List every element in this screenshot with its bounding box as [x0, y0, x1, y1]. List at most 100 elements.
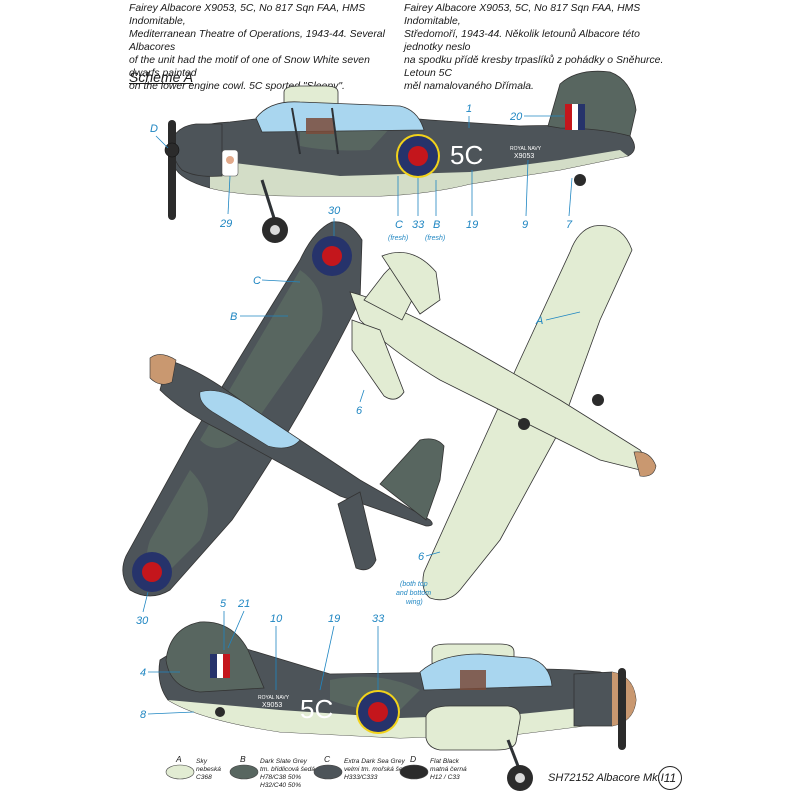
callout-30b: 30: [136, 615, 149, 627]
callout-6b: 6: [418, 551, 425, 563]
callout-30a: 30: [328, 205, 341, 217]
callouts-plan-views: 30 C B A 6 6 (both top and bottom wing) …: [136, 205, 581, 627]
upper-wing-roundel-2: [132, 552, 172, 592]
fuselage-roundel: [398, 136, 438, 176]
lower-wing-side-2: [425, 705, 521, 751]
tail-wheel-side-2: [215, 707, 225, 717]
navy-marking-side: ROYAL NAVY: [510, 146, 542, 152]
kit-reference-footer: SH72152 Albacore Mk.I: [548, 772, 664, 784]
serial-marking-side-2: X9053: [262, 702, 282, 709]
swatch-d: D Flat Black matná černá H12 / C33: [399, 754, 467, 781]
callout-b-top-note: (fresh): [425, 235, 445, 242]
callout-29: 29: [219, 218, 232, 230]
svg-text:B: B: [240, 754, 246, 764]
callout-6a: 6: [356, 405, 363, 417]
fin-flash-blue: [578, 104, 585, 130]
svg-text:tm. břidlicová šedá: tm. břidlicová šedá: [260, 766, 315, 773]
callout-d: D: [150, 123, 158, 135]
callout-7: 7: [566, 219, 573, 231]
engine-front-lower: [633, 451, 657, 477]
callout-9: 9: [522, 219, 528, 231]
callout-19b: 19: [328, 613, 340, 625]
cockpit-interior: [306, 118, 334, 134]
tail-wheel-side: [574, 174, 586, 186]
svg-text:matná černá: matná černá: [430, 766, 467, 773]
canopy-upper: [199, 390, 301, 449]
upper-wing-roundel-1: [312, 236, 352, 276]
svg-text:A: A: [175, 754, 182, 764]
scheme-label: Scheme A: [129, 69, 194, 85]
lower-wheel-1: [592, 394, 604, 406]
callout-10: 10: [270, 613, 283, 625]
swatch-c: C Extra Dark Sea Grey velmi tm. mořská š…: [313, 754, 410, 781]
svg-text:nebeská: nebeská: [196, 766, 221, 773]
callout-b-top: B: [433, 219, 440, 231]
callout-c-top: C: [395, 219, 403, 231]
callout-c-upper: C: [253, 275, 261, 287]
engine-front-upper: [149, 354, 177, 385]
tailplane-upper: [379, 438, 445, 521]
svg-text:C: C: [324, 754, 331, 764]
swatch-a: A Sky nebeská C368: [165, 754, 221, 781]
svg-text:D: D: [410, 754, 416, 764]
callout-4: 4: [140, 667, 146, 679]
swatch-b: B Dark Slate Grey tm. břidlicová šedá H7…: [229, 754, 315, 789]
spinner-side: [164, 142, 180, 158]
callout-6-note-3: wing): [406, 599, 423, 606]
description-czech-text: Fairey Albacore X9053, 5C, No 817 Sqn FA…: [404, 3, 664, 92]
upper-camo-patch-2: [146, 470, 208, 580]
callout-19: 19: [466, 219, 478, 231]
tailplane-upper-2: [337, 491, 377, 571]
callout-1: 1: [466, 103, 472, 115]
cockpit-interior-2: [460, 670, 486, 690]
svg-text:Sky: Sky: [196, 758, 208, 765]
plan-view-lower-surface: [349, 225, 657, 601]
svg-text:H333/C333: H333/C333: [344, 774, 378, 781]
callout-21: 21: [237, 598, 250, 610]
tail-fin-side: [547, 70, 637, 137]
propeller-side-2: [618, 668, 626, 750]
aircraft-code-side-2: 5C: [300, 694, 333, 724]
callout-6-note-1: (both top: [400, 581, 428, 588]
fin-flash-red-2: [223, 654, 230, 678]
callouts-bottom-view: 5 21 10 19 33 4 8: [140, 598, 385, 721]
swatch-b-colour: [229, 764, 259, 780]
svg-text:H78/C38 50%: H78/C38 50%: [260, 774, 301, 781]
callout-5: 5: [220, 598, 227, 610]
callout-8: 8: [140, 709, 147, 721]
tailplane-lower-2: [351, 319, 405, 400]
aircraft-code-side: 5C: [450, 140, 483, 170]
callout-a-lower: A: [535, 315, 543, 327]
swatch-c-colour: [313, 764, 343, 780]
callouts-top-view: D 1 20 29 C (fresh) 33 B (fresh) 19 9 7: [150, 103, 573, 242]
fuselage-lower-sky: [210, 150, 628, 196]
page-number: 11: [658, 766, 682, 790]
serial-marking-side: X9053: [514, 153, 534, 160]
canopy-side: [255, 101, 425, 133]
callout-6-note-2: and bottom: [396, 590, 431, 597]
swatch-a-colour: [165, 764, 195, 780]
svg-text:Flat Black: Flat Black: [430, 758, 460, 765]
callout-33: 33: [412, 219, 425, 231]
side-view-right-profile: 5C ROYAL NAVY X9053: [158, 621, 637, 791]
callout-20: 20: [509, 111, 523, 123]
callout-b-upper: B: [230, 311, 237, 323]
fin-flash-white-2: [217, 654, 223, 678]
svg-text:C368: C368: [196, 774, 212, 781]
svg-text:Dark Slate Grey: Dark Slate Grey: [260, 758, 308, 765]
description-czech: Fairey Albacore X9053, 5C, No 817 Sqn FA…: [404, 2, 674, 93]
fin-flash-white: [572, 104, 578, 130]
tailplane-lower-3: [381, 252, 441, 315]
fin-flash-blue-2: [210, 654, 217, 678]
side-view-left-profile: 5C ROYAL NAVY X9053: [164, 70, 637, 243]
svg-text:H32/C40 50%: H32/C40 50%: [260, 782, 301, 789]
svg-text:velmi tm. mořská šedá: velmi tm. mořská šedá: [344, 766, 410, 773]
callout-33b: 33: [372, 613, 385, 625]
plan-view-upper-surface: [122, 221, 445, 597]
fuselage-roundel-2: [358, 692, 398, 732]
colour-swatch-legend: A Sky nebeská C368 B Dark Slate Grey tm.…: [165, 754, 467, 789]
swatch-d-colour: [399, 764, 429, 780]
svg-text:H12 / C33: H12 / C33: [430, 774, 460, 781]
lower-wheel-2: [518, 418, 530, 430]
